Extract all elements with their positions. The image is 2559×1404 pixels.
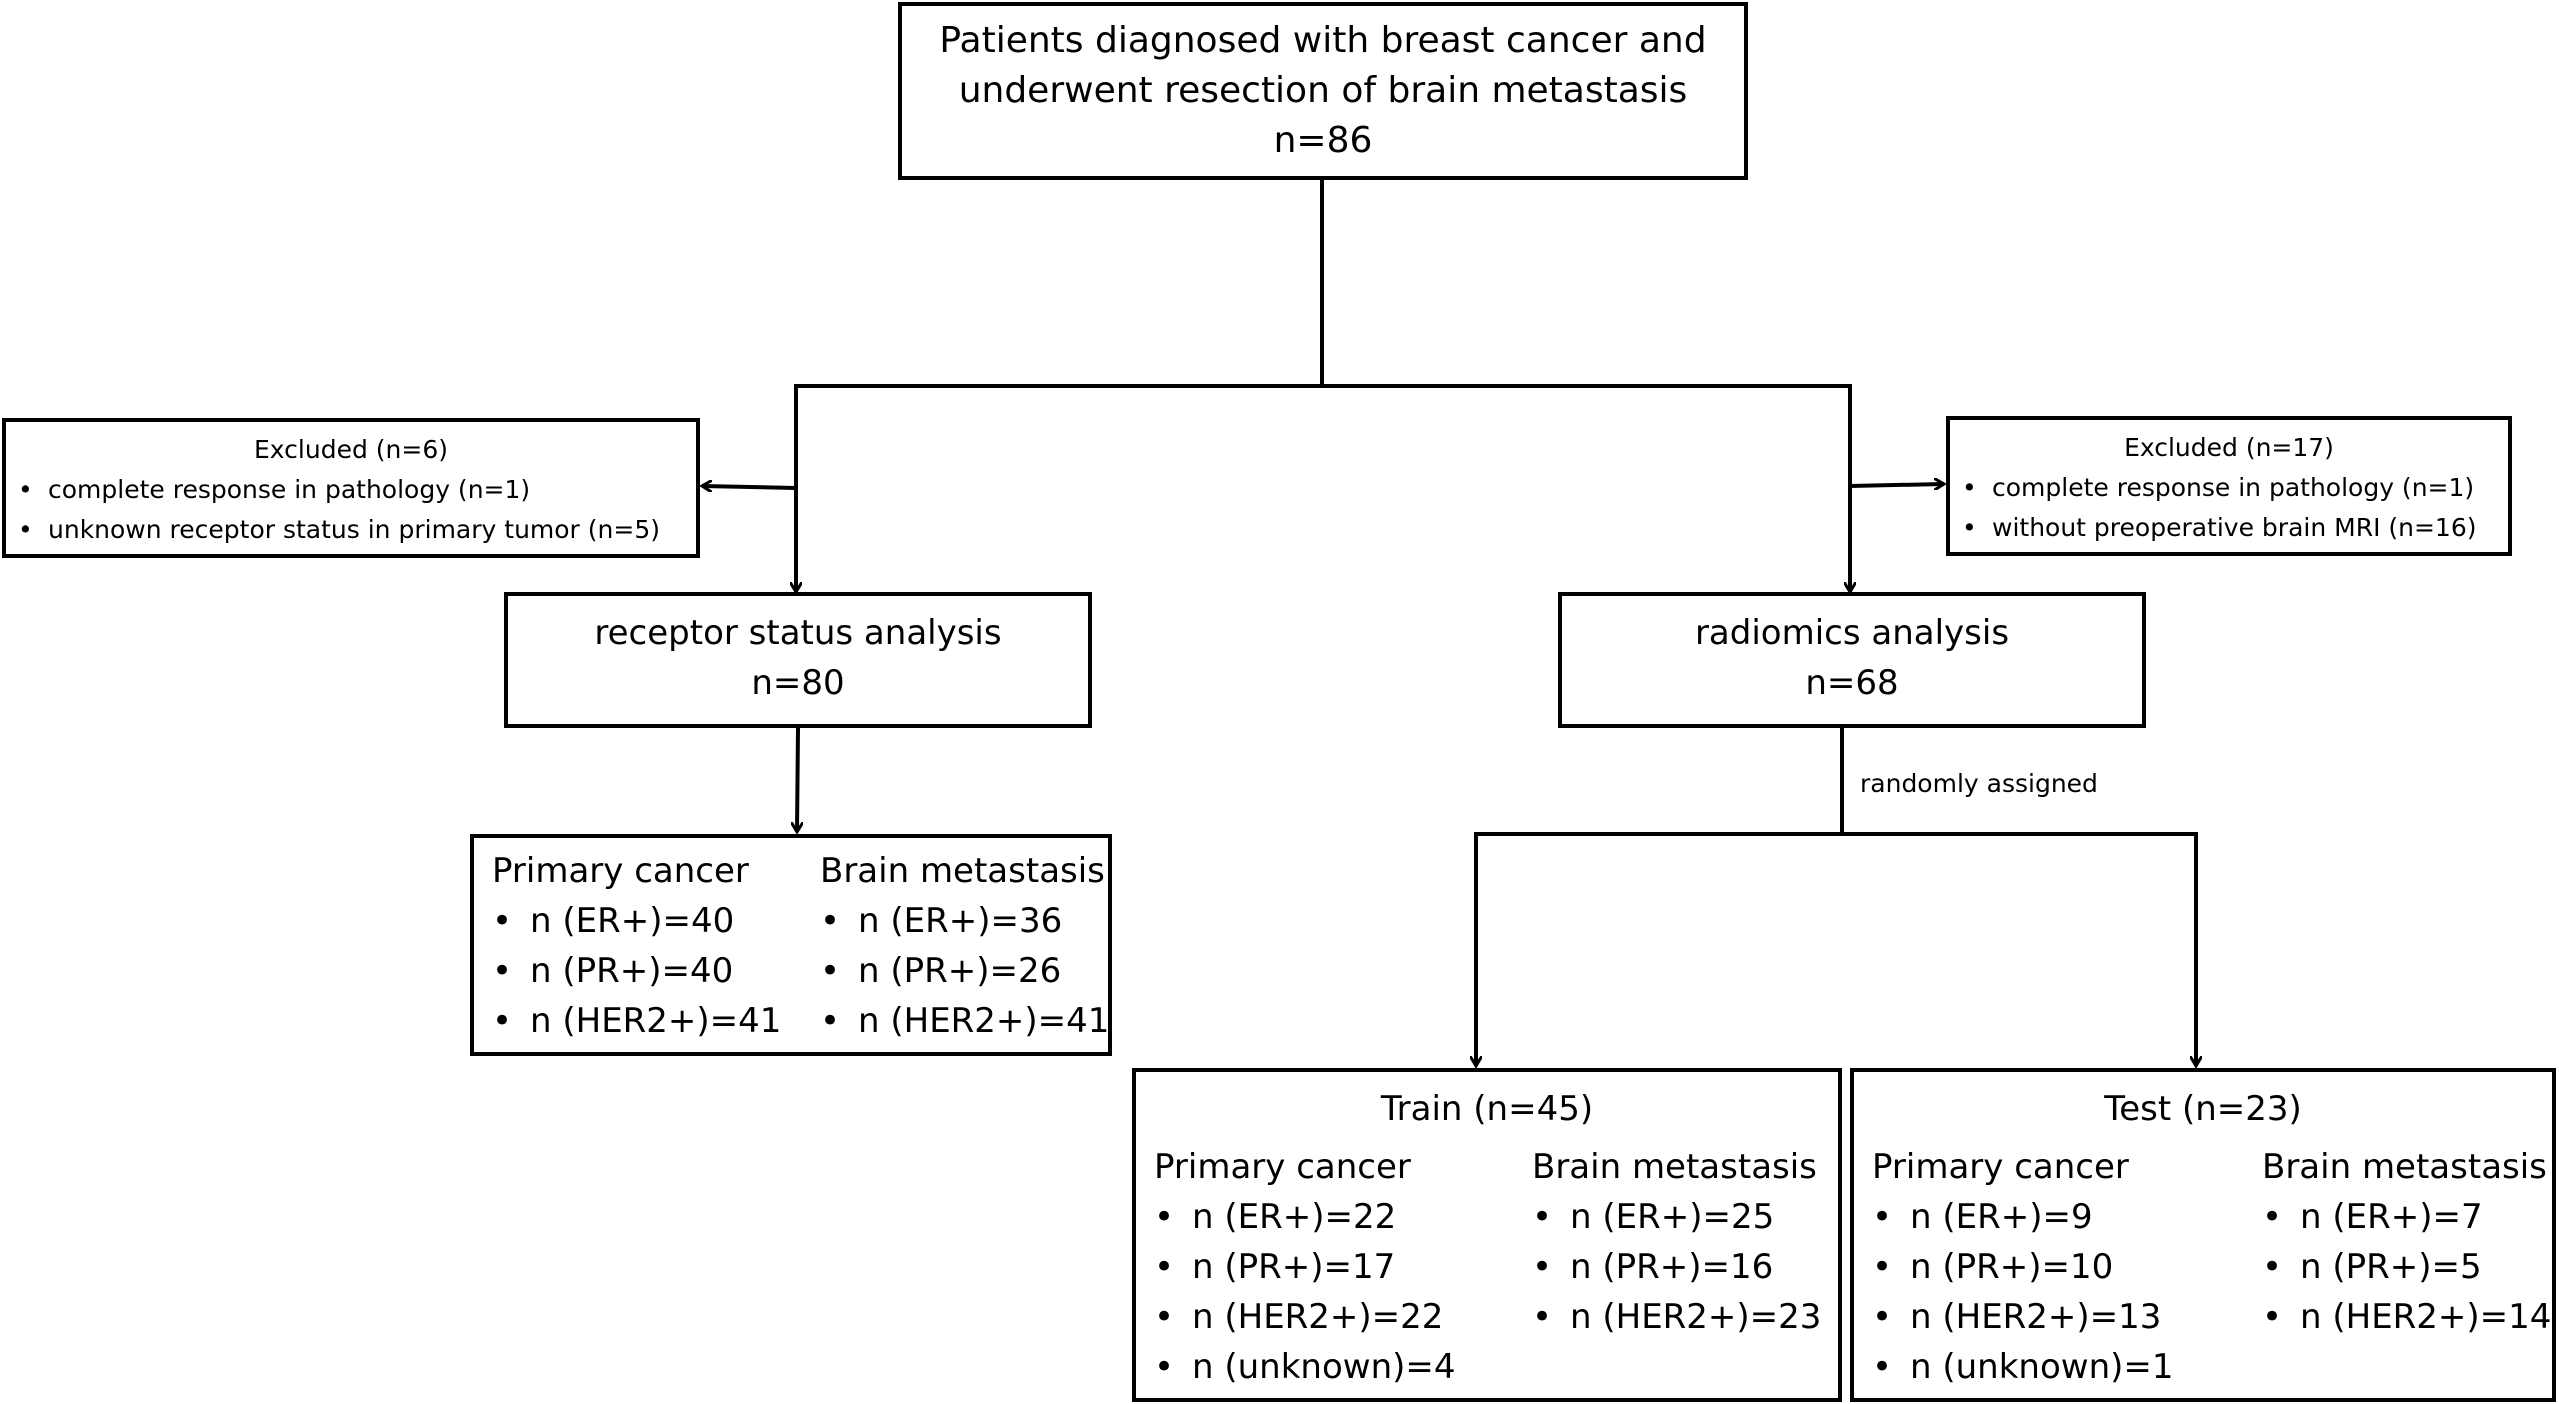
train-primary-item: n (ER+)=22: [1154, 1192, 1456, 1242]
receptor-brain-item: n (HER2+)=41: [820, 996, 1109, 1046]
test-brain-item: n (HER2+)=14: [2262, 1292, 2551, 1342]
test-brain-item: n (ER+)=7: [2262, 1192, 2551, 1242]
test-brain-item: n (PR+)=5: [2262, 1242, 2551, 1292]
radiomics-box: radiomics analysis n=68: [1558, 592, 2146, 728]
receptor-brain-item: n (ER+)=36: [820, 896, 1109, 946]
test-primary-item: n (HER2+)=13: [1872, 1292, 2174, 1342]
test-primary-item: n (PR+)=10: [1872, 1242, 2174, 1292]
arrow-to-receptor-results: [797, 727, 798, 832]
arrow-to-excluded-left: [702, 486, 797, 488]
receptor-brain-head: Brain metastasis: [820, 851, 1105, 891]
test-primary-item: n (ER+)=9: [1872, 1192, 2174, 1242]
excluded-right-title: Excluded (n=17): [2124, 433, 2334, 462]
receptor-primary-item: n (ER+)=40: [492, 896, 781, 946]
train-title: Train (n=45): [1380, 1089, 1594, 1129]
receptor-results-box: Primary cancer n (ER+)=40 n (PR+)=40 n (…: [470, 834, 1112, 1056]
train-brain-column: Brain metastasis n (ER+)=25 n (PR+)=16 n…: [1532, 1142, 1821, 1342]
receptor-status-title: receptor status analysis: [594, 613, 1002, 653]
excluded-left-title: Excluded (n=6): [254, 435, 448, 464]
patients-count: n=86: [1273, 120, 1373, 161]
test-title: Test (n=23): [2104, 1089, 2302, 1129]
receptor-brain-column: Brain metastasis n (ER+)=36 n (PR+)=26 n…: [820, 846, 1109, 1046]
receptor-primary-item: n (HER2+)=41: [492, 996, 781, 1046]
patients-line-1: Patients diagnosed with breast cancer an…: [939, 20, 1707, 61]
excluded-left-box: Excluded (n=6) complete response in path…: [2, 418, 700, 558]
receptor-brain-item: n (PR+)=26: [820, 946, 1109, 996]
receptor-status-count: n=80: [751, 663, 845, 703]
train-primary-item: n (HER2+)=22: [1154, 1292, 1456, 1342]
receptor-primary-column: Primary cancer n (ER+)=40 n (PR+)=40 n (…: [492, 846, 781, 1046]
train-box: Train (n=45) Primary cancer n (ER+)=22 n…: [1132, 1068, 1842, 1402]
train-brain-item: n (HER2+)=23: [1532, 1292, 1821, 1342]
receptor-primary-item: n (PR+)=40: [492, 946, 781, 996]
randomly-assigned-label: randomly assigned: [1860, 769, 2098, 798]
test-primary-column: Primary cancer n (ER+)=9 n (PR+)=10 n (H…: [1872, 1142, 2174, 1392]
excluded-left-item: complete response in pathology (n=1): [6, 470, 696, 510]
excluded-right-item: complete response in pathology (n=1): [1950, 468, 2508, 508]
receptor-primary-head: Primary cancer: [492, 851, 749, 891]
radiomics-count: n=68: [1805, 663, 1899, 703]
test-box: Test (n=23) Primary cancer n (ER+)=9 n (…: [1850, 1068, 2556, 1402]
test-primary-item: n (unknown)=1: [1872, 1342, 2174, 1392]
excluded-left-item: unknown receptor status in primary tumor…: [6, 510, 696, 550]
train-primary-item: n (unknown)=4: [1154, 1342, 1456, 1392]
train-primary-item: n (PR+)=17: [1154, 1242, 1456, 1292]
train-primary-column: Primary cancer n (ER+)=22 n (PR+)=17 n (…: [1154, 1142, 1456, 1392]
test-brain-head: Brain metastasis: [2262, 1147, 2547, 1187]
train-brain-head: Brain metastasis: [1532, 1147, 1817, 1187]
receptor-status-box: receptor status analysis n=80: [504, 592, 1092, 728]
train-brain-item: n (ER+)=25: [1532, 1192, 1821, 1242]
patients-line-2: underwent resection of brain metastasis: [958, 70, 1688, 111]
test-brain-column: Brain metastasis n (ER+)=7 n (PR+)=5 n (…: [2262, 1142, 2551, 1342]
train-primary-head: Primary cancer: [1154, 1147, 1411, 1187]
test-primary-head: Primary cancer: [1872, 1147, 2129, 1187]
train-brain-item: n (PR+)=16: [1532, 1242, 1821, 1292]
patients-box: Patients diagnosed with breast cancer an…: [898, 2, 1748, 180]
excluded-right-box: Excluded (n=17) complete response in pat…: [1946, 416, 2512, 556]
excluded-right-item: without preoperative brain MRI (n=16): [1950, 508, 2508, 548]
radiomics-title: radiomics analysis: [1694, 613, 2010, 653]
arrow-to-excluded-right: [1849, 484, 1944, 486]
